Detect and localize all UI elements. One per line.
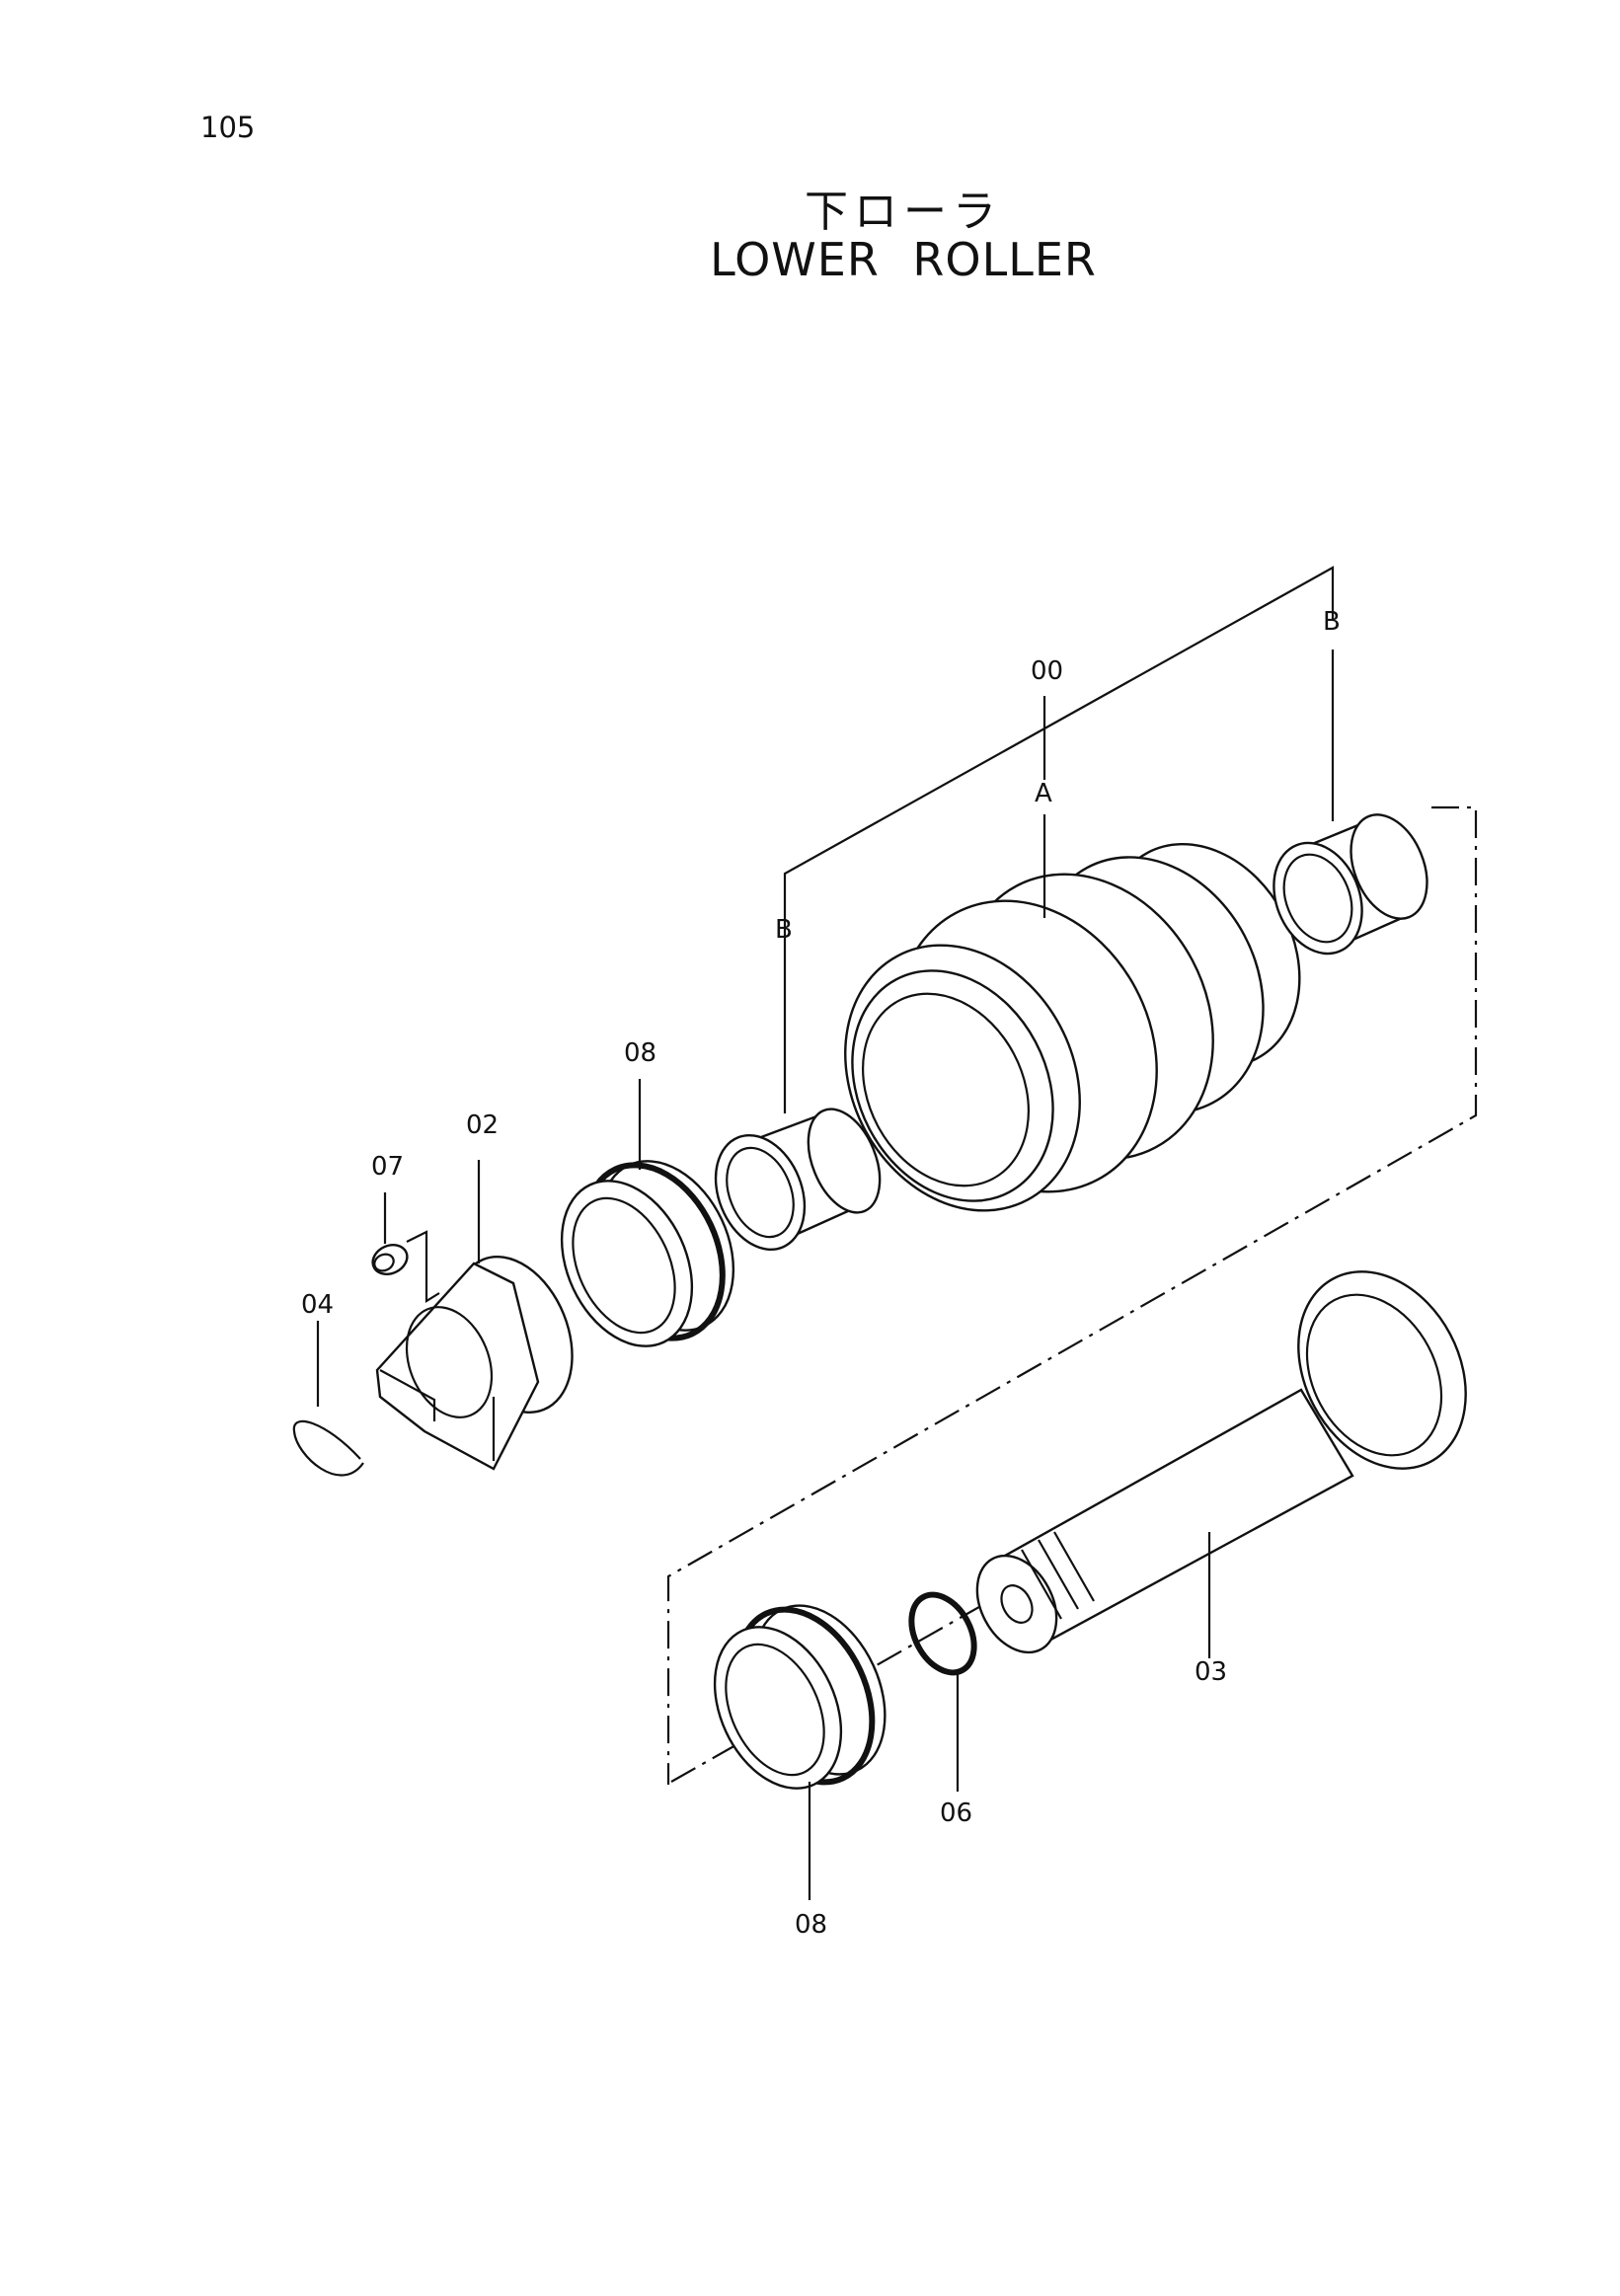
- callout-b-left: B: [775, 915, 793, 945]
- callout-07: 07: [371, 1152, 404, 1182]
- callout-04: 04: [301, 1290, 334, 1320]
- callout-08-lower: 08: [795, 1910, 827, 1940]
- floating-seal-lower: [713, 1604, 887, 1790]
- bushing-right: [1273, 813, 1428, 956]
- assembly-outline-upper: [666, 805, 1478, 1785]
- o-ring: [908, 1591, 977, 1676]
- callout-06: 06: [940, 1799, 972, 1828]
- collar: [375, 1256, 574, 1471]
- callout-02: 02: [466, 1110, 499, 1140]
- title-english: LOWER ROLLER: [710, 233, 1097, 286]
- bushing-left: [714, 1108, 882, 1252]
- callout-08-upper: 08: [624, 1038, 656, 1068]
- title-japanese: 下ローラ: [805, 187, 1002, 237]
- floating-seal-upper: [560, 1160, 735, 1347]
- callout-00: 00: [1031, 656, 1063, 686]
- callout-a: A: [1035, 779, 1052, 808]
- snap-ring: [292, 1419, 364, 1477]
- plug: [371, 1244, 409, 1275]
- bushing-bracket-line: [783, 566, 1335, 1113]
- callout-03: 03: [1195, 1657, 1227, 1687]
- page-number: 105: [200, 111, 256, 144]
- plug-leader: [406, 1230, 440, 1303]
- shaft: [975, 1270, 1467, 1654]
- callout-b-right: B: [1323, 607, 1341, 637]
- roller-body: [844, 843, 1301, 1212]
